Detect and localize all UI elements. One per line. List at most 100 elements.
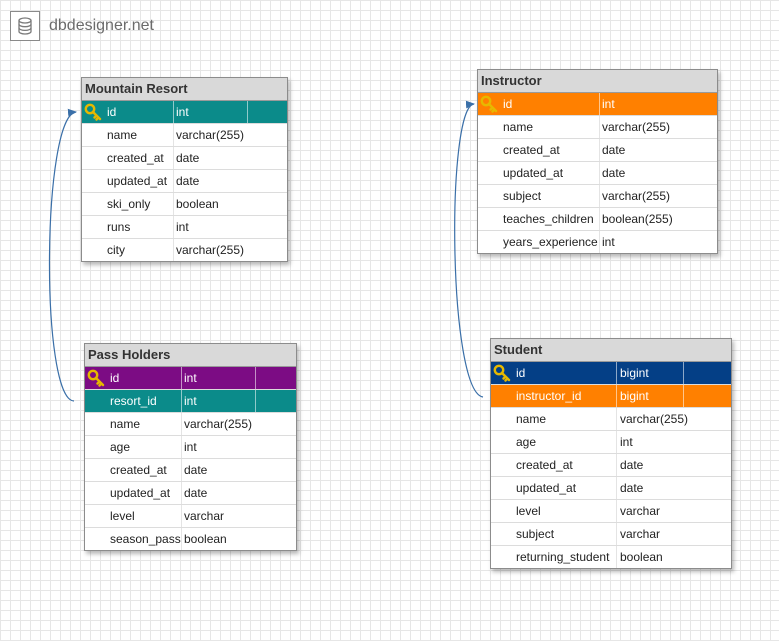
column-name: updated_at [107,174,168,188]
column-type: int [184,394,197,408]
table-student[interactable]: Student id bigint instructor_id bigint n… [490,338,732,569]
relation-link-instructor[interactable] [454,100,484,398]
brand-name: dbdesigner.net [49,17,154,34]
column-row[interactable]: updated_at date [491,476,731,499]
column-divider [616,408,617,430]
column-divider [255,390,256,412]
column-name: name [516,412,547,426]
column-type: varchar(255) [620,412,689,426]
column-row[interactable]: id bigint [491,362,731,384]
column-row[interactable]: created_at date [478,138,717,161]
column-type: bigint [620,366,649,380]
column-name: city [107,243,125,257]
column-name: level [110,509,135,523]
column-divider [616,546,617,568]
column-type: boolean [184,532,227,546]
column-divider [173,170,174,192]
column-row[interactable]: updated_at date [478,161,717,184]
column-row[interactable]: runs int [82,215,287,238]
column-row[interactable]: years_experience int [478,230,717,253]
column-name: returning_student [516,550,610,564]
brand[interactable]: dbdesigner.net [10,10,154,42]
column-name: instructor_id [516,389,582,403]
column-name: created_at [516,458,573,472]
column-name: created_at [503,143,560,157]
table-mountain-resort[interactable]: Mountain Resort id int name varchar(255)… [81,77,288,262]
column-name: updated_at [516,481,577,495]
table-pass-holders[interactable]: Pass Holders id int resort_id int name v… [84,343,297,551]
column-type: int [184,371,197,385]
column-divider [616,454,617,476]
column-divider [173,147,174,169]
relation-link-resort[interactable] [48,108,77,402]
column-row[interactable]: id int [478,93,717,115]
primary-key-icon [493,364,511,382]
column-type: boolean [620,550,663,564]
column-row[interactable]: updated_at date [85,481,296,504]
column-divider [599,139,600,161]
column-name: id [110,371,120,385]
column-divider [599,185,600,207]
column-type: bigint [620,389,649,403]
column-row[interactable]: instructor_id bigint [491,384,731,407]
column-type: date [602,166,626,180]
column-divider [181,436,182,458]
table-title: Pass Holders [85,344,296,367]
column-row[interactable]: name varchar(255) [85,412,296,435]
column-row[interactable]: level varchar [85,504,296,527]
column-row[interactable]: subject varchar(255) [478,184,717,207]
column-row[interactable]: created_at date [82,146,287,169]
column-name: level [516,504,541,518]
column-row[interactable]: season_pass boolean [85,527,296,550]
column-row[interactable]: created_at date [85,458,296,481]
column-divider [173,101,174,123]
column-row[interactable]: age int [85,435,296,458]
column-divider [181,505,182,527]
column-type: varchar(255) [176,128,245,142]
column-row[interactable]: teaches_children boolean(255) [478,207,717,230]
column-row[interactable]: name varchar(255) [82,123,287,146]
column-type: varchar(255) [602,189,671,203]
column-type: varchar(255) [602,120,671,134]
column-row[interactable]: subject varchar [491,522,731,545]
column-divider [616,500,617,522]
column-type: boolean [176,197,219,211]
column-name: subject [516,527,555,541]
column-row[interactable]: ski_only boolean [82,192,287,215]
column-divider [181,459,182,481]
primary-key-icon [84,103,102,121]
column-row[interactable]: name varchar(255) [478,115,717,138]
column-row[interactable]: id int [82,101,287,123]
column-row[interactable]: returning_student boolean [491,545,731,568]
column-divider [181,367,182,389]
column-divider [599,93,600,115]
table-instructor[interactable]: Instructor id int name varchar(255) crea… [477,69,718,254]
column-name: name [110,417,141,431]
column-row[interactable]: id int [85,367,296,389]
column-type: date [176,151,200,165]
column-divider [181,390,182,412]
column-type: boolean(255) [602,212,673,226]
column-row[interactable]: created_at date [491,453,731,476]
database-icon [10,11,40,41]
table-title: Mountain Resort [82,78,287,101]
table-title: Instructor [478,70,717,93]
column-name: years_experience [503,235,598,249]
column-divider [683,385,684,407]
column-divider [181,482,182,504]
column-row[interactable]: level varchar [491,499,731,522]
primary-key-icon [480,95,498,113]
column-row[interactable]: resort_id int [85,389,296,412]
column-type: varchar(255) [184,417,253,431]
column-type: int [184,440,197,454]
column-name: name [107,128,138,142]
column-row[interactable]: city varchar(255) [82,238,287,261]
column-type: varchar(255) [176,243,245,257]
column-row[interactable]: age int [491,430,731,453]
column-name: name [503,120,534,134]
table-title: Student [491,339,731,362]
column-type: int [620,435,633,449]
column-row[interactable]: updated_at date [82,169,287,192]
column-row[interactable]: name varchar(255) [491,407,731,430]
column-type: date [176,174,200,188]
